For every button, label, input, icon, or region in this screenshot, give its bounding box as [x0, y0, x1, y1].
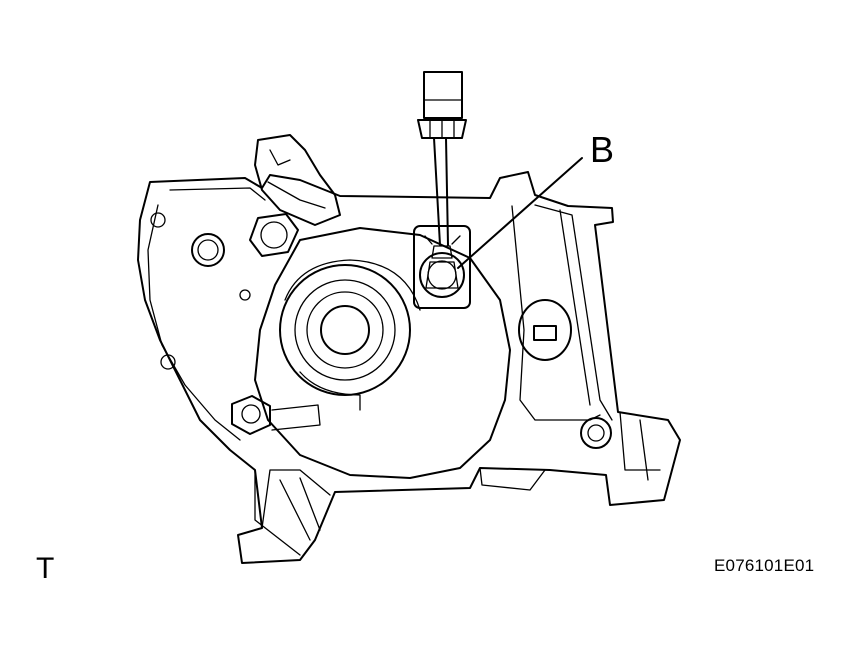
- figure-id: E076101E01: [714, 556, 815, 575]
- callout-label-b: B: [590, 129, 615, 170]
- aiming-adjuster: [518, 299, 572, 361]
- headlamp-housing: [137, 171, 681, 564]
- upper-mount-bracket: [254, 134, 341, 226]
- reflector: [254, 227, 511, 479]
- mounting-hole: [191, 233, 225, 267]
- mounting-bolt-upper: [249, 213, 299, 257]
- corner-mark: T: [36, 552, 55, 585]
- mounting-bolt-lower: [231, 395, 321, 435]
- mounting-bolt-right: [580, 417, 612, 449]
- screwdriver-icon: [417, 71, 467, 246]
- callout-leader-b: [457, 157, 583, 269]
- bulb-socket-b: [413, 225, 471, 309]
